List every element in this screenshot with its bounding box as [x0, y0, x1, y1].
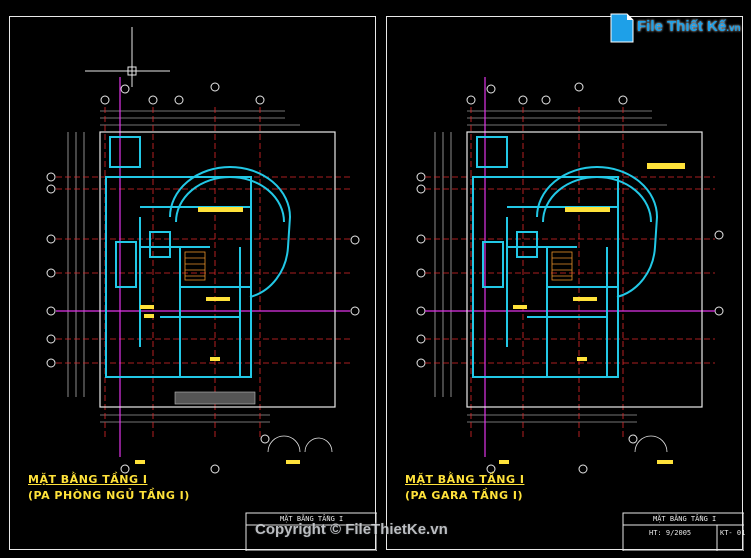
titleblock-date: HT: 9/2005: [649, 529, 692, 537]
dimension-lines-top: [100, 110, 300, 423]
plan-title: MẶT BẰNG TẦNG I: [405, 473, 525, 486]
axis-bubbles-top: [466, 82, 628, 105]
title-block: [622, 512, 744, 551]
dimension-lines-top: [467, 110, 667, 423]
logo-text: File Thiết Kế.vn: [637, 18, 741, 35]
filethietke-logo: File Thiết Kế.vn: [607, 10, 741, 50]
axis-bubbles-bottom: [486, 434, 638, 474]
titleblock-code: KT- 01: [720, 529, 746, 537]
plan-title: MẶT BẰNG TẦNG I: [28, 473, 148, 486]
dimension-lines-left: [67, 132, 85, 397]
titleblock-label: MẶT BẰNG TẦNG I: [280, 515, 344, 523]
axis-bubbles-top: [100, 82, 265, 105]
room-label-blocks: [135, 207, 300, 464]
dimension-lines-left: [434, 132, 452, 397]
drawing-sheet-left: MẶT BẰNG TẦNG I (PA PHÒNG NGỦ TẦNG I) MẶ…: [9, 16, 377, 551]
site-boundary: [466, 131, 703, 408]
title-block: [245, 512, 377, 551]
porch-step: [174, 391, 256, 405]
axis-bubbles-bottom: [120, 434, 270, 474]
copyright-watermark: Copyright © FileThietKe.vn: [255, 521, 448, 538]
plan-subtitle: (PA GARA TẦNG I): [405, 489, 523, 502]
walls: [472, 136, 659, 378]
walls: [105, 136, 292, 378]
stairs: [184, 251, 206, 281]
plan-subtitle: (PA PHÒNG NGỦ TẦNG I): [28, 489, 190, 502]
floor-plan-right: [416, 77, 744, 551]
axis-bubbles-left: [46, 172, 360, 368]
cad-crosshair: [85, 27, 170, 87]
grid-axes-red: [425, 107, 715, 437]
site-boundary: [99, 131, 336, 408]
titleblock-label: MẶT BẰNG TẦNG I: [653, 515, 717, 523]
gate-arcs: [634, 435, 668, 453]
room-label-blocks: [499, 163, 685, 464]
drawing-sheet-right: MẶT BẰNG TẦNG I (PA GARA TẦNG I) MẶT BẰN…: [386, 16, 746, 551]
logo-icon: [610, 13, 634, 43]
grid-axes-magenta: [425, 77, 715, 457]
floor-plan-left: [46, 27, 377, 551]
stairs: [551, 251, 573, 281]
gate-arcs: [267, 435, 333, 453]
